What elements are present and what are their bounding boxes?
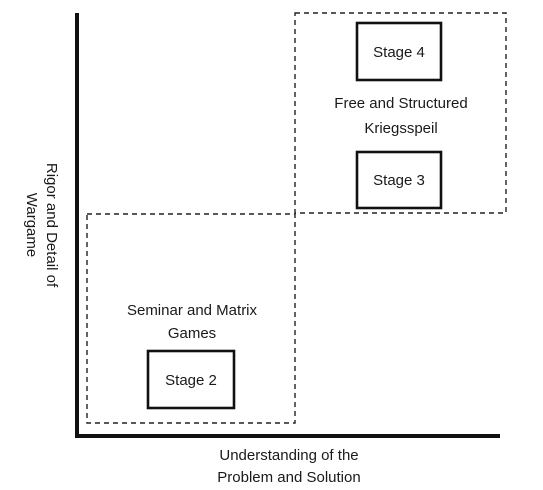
- stage-2-frame: [146, 349, 236, 410]
- stage-3-label: Stage 3: [373, 172, 425, 189]
- stage-2-box: Stage 2: [146, 349, 236, 410]
- stage-4-box: Stage 4: [355, 21, 443, 82]
- upper-region-label-line-2: Kriegsspeil: [364, 120, 437, 137]
- y-axis-label-line-1: Rigor and Detail of: [43, 163, 60, 288]
- stage-4-label: Stage 4: [373, 44, 425, 61]
- lower-region-label-line-2: Games: [168, 325, 216, 342]
- x-axis-label-line-1: Understanding of the: [219, 447, 358, 464]
- upper-region-label: Free and Structured Kriegsspeil: [334, 95, 467, 137]
- stage-3-box: Stage 3: [355, 150, 443, 210]
- upper-region-box: [294, 12, 507, 214]
- y-axis-label-line-2: Wargame: [23, 193, 40, 257]
- stage-2-label: Stage 2: [165, 372, 217, 389]
- x-axis-label-line-2: Problem and Solution: [217, 469, 360, 486]
- lower-region-box: [86, 213, 296, 424]
- stage-4-frame: [355, 21, 443, 82]
- upper-region-label-line-1: Free and Structured: [334, 95, 467, 112]
- lower-region-label: Seminar and Matrix Games: [127, 302, 258, 342]
- stage-3-frame: [355, 150, 443, 210]
- lower-region-label-line-1: Seminar and Matrix: [127, 302, 258, 319]
- y-axis-label: Rigor and Detail of Wargame: [23, 163, 60, 288]
- x-axis-label: Understanding of the Problem and Solutio…: [217, 447, 360, 486]
